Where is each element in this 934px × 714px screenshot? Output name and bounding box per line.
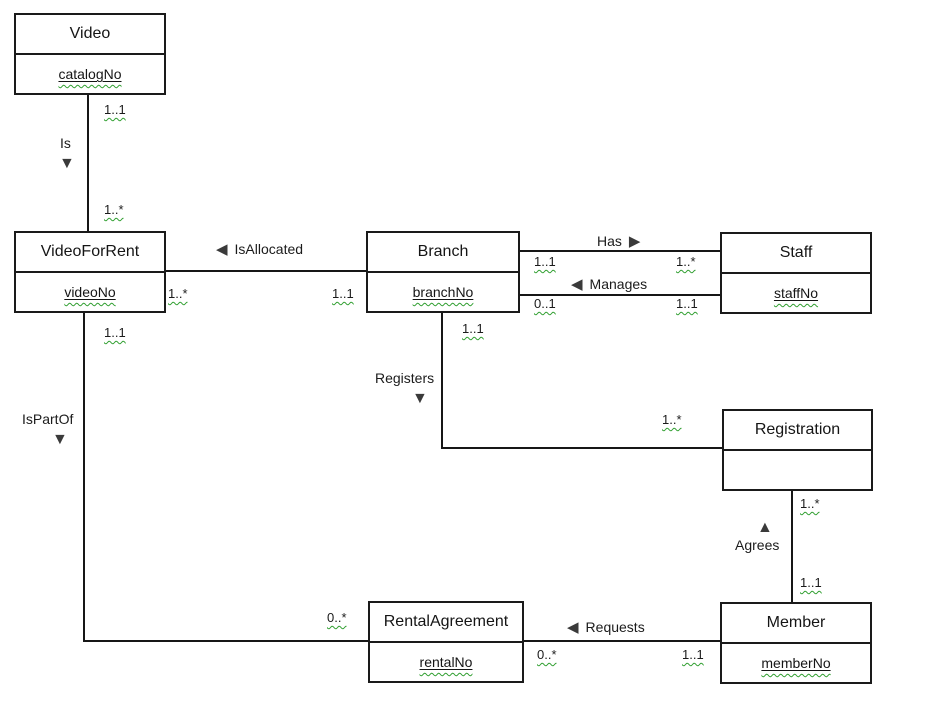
entity-rental-agreement-title: RentalAgreement: [370, 603, 522, 643]
relationship-label-requests: ◀ Requests: [567, 619, 645, 635]
connector-registers-vertical: [441, 312, 443, 449]
connector-is-part-of-horizontal: [83, 640, 368, 642]
entity-branch-title: Branch: [368, 233, 518, 273]
entity-branch-attributes: branchNo: [368, 273, 518, 311]
manages-label-text: Manages: [589, 276, 648, 292]
relationship-label-manages: ◀ Manages: [571, 276, 647, 292]
entity-video-for-rent: VideoForRent videoNo: [14, 231, 166, 313]
entity-staff-title: Staff: [722, 234, 870, 274]
attribute-staffNo: staffNo: [773, 285, 819, 301]
is-allocated-direction-left-arrow-icon: ◀: [216, 240, 228, 258]
multiplicity-branch-is-allocated: 1..1: [332, 286, 354, 301]
connector-is-part-of-vertical: [83, 313, 85, 642]
has-label-text: Has: [597, 233, 622, 249]
multiplicity-video-for-rent-is: 1..*: [104, 202, 124, 217]
connector-registers-horizontal: [441, 447, 722, 449]
entity-rental-agreement-attributes: rentalNo: [370, 643, 522, 681]
multiplicity-video-for-rent-is-part-of: 1..1: [104, 325, 126, 340]
relationship-label-is-allocated: ◀ IsAllocated: [216, 241, 303, 257]
connector-requests: [524, 640, 720, 642]
multiplicity-video-is: 1..1: [104, 102, 126, 117]
multiplicity-branch-has: 1..1: [534, 254, 556, 269]
entity-member: Member memberNo: [720, 602, 872, 684]
is-direction-down-arrow-icon: ▼: [59, 155, 75, 172]
entity-rental-agreement: RentalAgreement rentalNo: [368, 601, 524, 683]
connector-manages: [520, 294, 720, 296]
is-part-of-direction-down-arrow-icon: ▼: [52, 431, 68, 448]
connector-is-allocated: [166, 270, 366, 272]
entity-branch: Branch branchNo: [366, 231, 520, 313]
entity-registration-title: Registration: [724, 411, 871, 451]
multiplicity-branch-manages: 0..1: [534, 296, 556, 311]
multiplicity-registration-registers: 1..*: [662, 412, 682, 427]
multiplicity-staff-has: 1..*: [676, 254, 696, 269]
entity-video-for-rent-title: VideoForRent: [16, 233, 164, 273]
multiplicity-rental-agreement-requests: 0..*: [537, 647, 557, 662]
entity-staff: Staff staffNo: [720, 232, 872, 314]
multiplicity-branch-registers: 1..1: [462, 321, 484, 336]
entity-member-title: Member: [722, 604, 870, 644]
registers-direction-down-arrow-icon: ▼: [412, 390, 428, 407]
relationship-label-is-part-of: IsPartOf: [22, 411, 74, 427]
attribute-memberNo: memberNo: [761, 655, 831, 671]
multiplicity-rental-agreement-is-part-of: 0..*: [327, 610, 347, 625]
entity-registration-attributes: [724, 451, 871, 489]
requests-label-text: Requests: [585, 619, 645, 635]
relationship-label-is: Is: [60, 135, 71, 151]
entity-video-attributes: catalogNo: [16, 55, 164, 93]
has-direction-right-arrow-icon: ▶: [628, 232, 641, 250]
connector-is: [87, 95, 89, 231]
requests-direction-left-arrow-icon: ◀: [567, 618, 579, 636]
attribute-rentalNo: rentalNo: [419, 654, 473, 670]
entity-video: Video catalogNo: [14, 13, 166, 95]
multiplicity-video-for-rent-is-allocated: 1..*: [168, 286, 188, 301]
multiplicity-member-requests: 1..1: [682, 647, 704, 662]
multiplicity-registration-agrees: 1..*: [800, 496, 820, 511]
connector-has: [520, 250, 720, 252]
multiplicity-staff-manages: 1..1: [676, 296, 698, 311]
entity-member-attributes: memberNo: [722, 644, 870, 682]
attribute-catalogNo: catalogNo: [58, 66, 122, 82]
is-allocated-label-text: IsAllocated: [234, 241, 304, 257]
attribute-branchNo: branchNo: [412, 284, 474, 300]
entity-registration: Registration: [722, 409, 873, 491]
entity-staff-attributes: staffNo: [722, 274, 870, 312]
manages-direction-left-arrow-icon: ◀: [571, 275, 583, 293]
entity-video-for-rent-attributes: videoNo: [16, 273, 164, 311]
entity-video-title: Video: [16, 15, 164, 55]
relationship-label-has: Has ▶: [597, 233, 640, 249]
multiplicity-member-agrees: 1..1: [800, 575, 822, 590]
relationship-label-registers: Registers: [375, 370, 435, 386]
relationship-label-agrees: Agrees: [735, 537, 780, 553]
attribute-videoNo: videoNo: [64, 284, 116, 300]
agrees-direction-up-arrow-icon: ▲: [757, 519, 773, 536]
connector-agrees: [791, 490, 793, 602]
